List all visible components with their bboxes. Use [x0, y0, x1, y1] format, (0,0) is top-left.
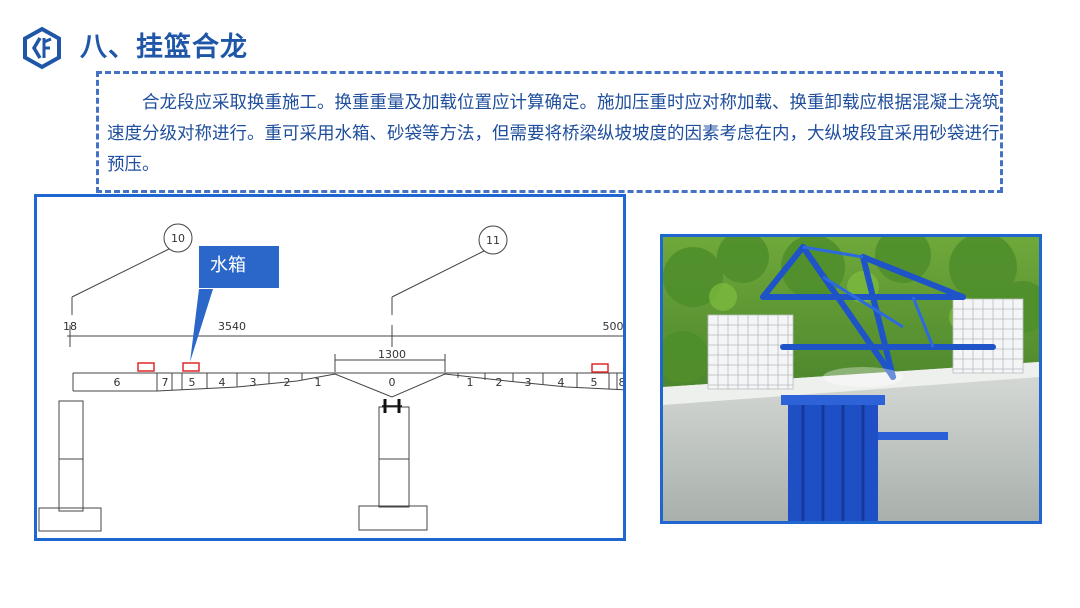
description-box: 合龙段应采取换重施工。换重重量及加载位置应计算确定。施加压重时应对称加载、换重卸…: [96, 71, 1003, 193]
water-tank-callout: 水箱: [210, 255, 246, 276]
description-text: 合龙段应采取换重施工。换重重量及加载位置应计算确定。施加压重时应对称加载、换重卸…: [107, 93, 1000, 175]
segment-label: 3: [525, 376, 532, 389]
callout-box: [199, 246, 279, 288]
segment-label: 2: [284, 376, 291, 389]
pier-left-footing: [38, 507, 102, 532]
segment-label: 2: [496, 376, 503, 389]
pier-right-footing: [358, 505, 428, 531]
dimension-right: 500: [603, 320, 624, 333]
brand-logo-icon: [23, 26, 61, 70]
segment-label: 4: [219, 376, 226, 389]
segment-label: 5: [189, 376, 196, 389]
bridge-drawing: 10 11 18 3540 500 1300 6 7 5 4 3 2 1 0 1…: [34, 194, 626, 541]
dimension-main: 3540: [218, 320, 246, 333]
segment-label: 4: [558, 376, 565, 389]
pier-right: [378, 406, 410, 508]
segment-label-center: 0: [389, 376, 396, 389]
segment-label: 1: [467, 376, 474, 389]
formwork-rendering-image: [660, 234, 1042, 524]
segment-label: 1: [315, 376, 322, 389]
pier-marker-11: [478, 225, 508, 255]
pier-number-left: 10: [171, 232, 185, 245]
bridge-drawing-svg: 10 11 18 3540 500 1300 6 7 5 4 3 2 1 0 1…: [38, 223, 626, 532]
water-tank-marker-3: [591, 363, 609, 373]
formwork-rendering-svg: [663, 237, 1039, 521]
page-title: 八、挂篮合龙: [80, 32, 248, 63]
segment-label: 5: [591, 376, 598, 389]
dimension-center: 1300: [378, 348, 406, 361]
dimension-left: 18: [63, 320, 77, 333]
callout-pointer: [190, 289, 213, 362]
segment-label: 3: [250, 376, 257, 389]
pier-number-right: 11: [486, 234, 500, 247]
pier-marker-10: [163, 223, 193, 253]
segment-label: 8: [619, 376, 626, 389]
segment-label: 7: [162, 376, 169, 389]
segment-label: 6: [114, 376, 121, 389]
water-tank-marker-1: [137, 362, 155, 372]
pier-left: [58, 400, 84, 512]
water-tank-marker-2: [182, 362, 200, 372]
